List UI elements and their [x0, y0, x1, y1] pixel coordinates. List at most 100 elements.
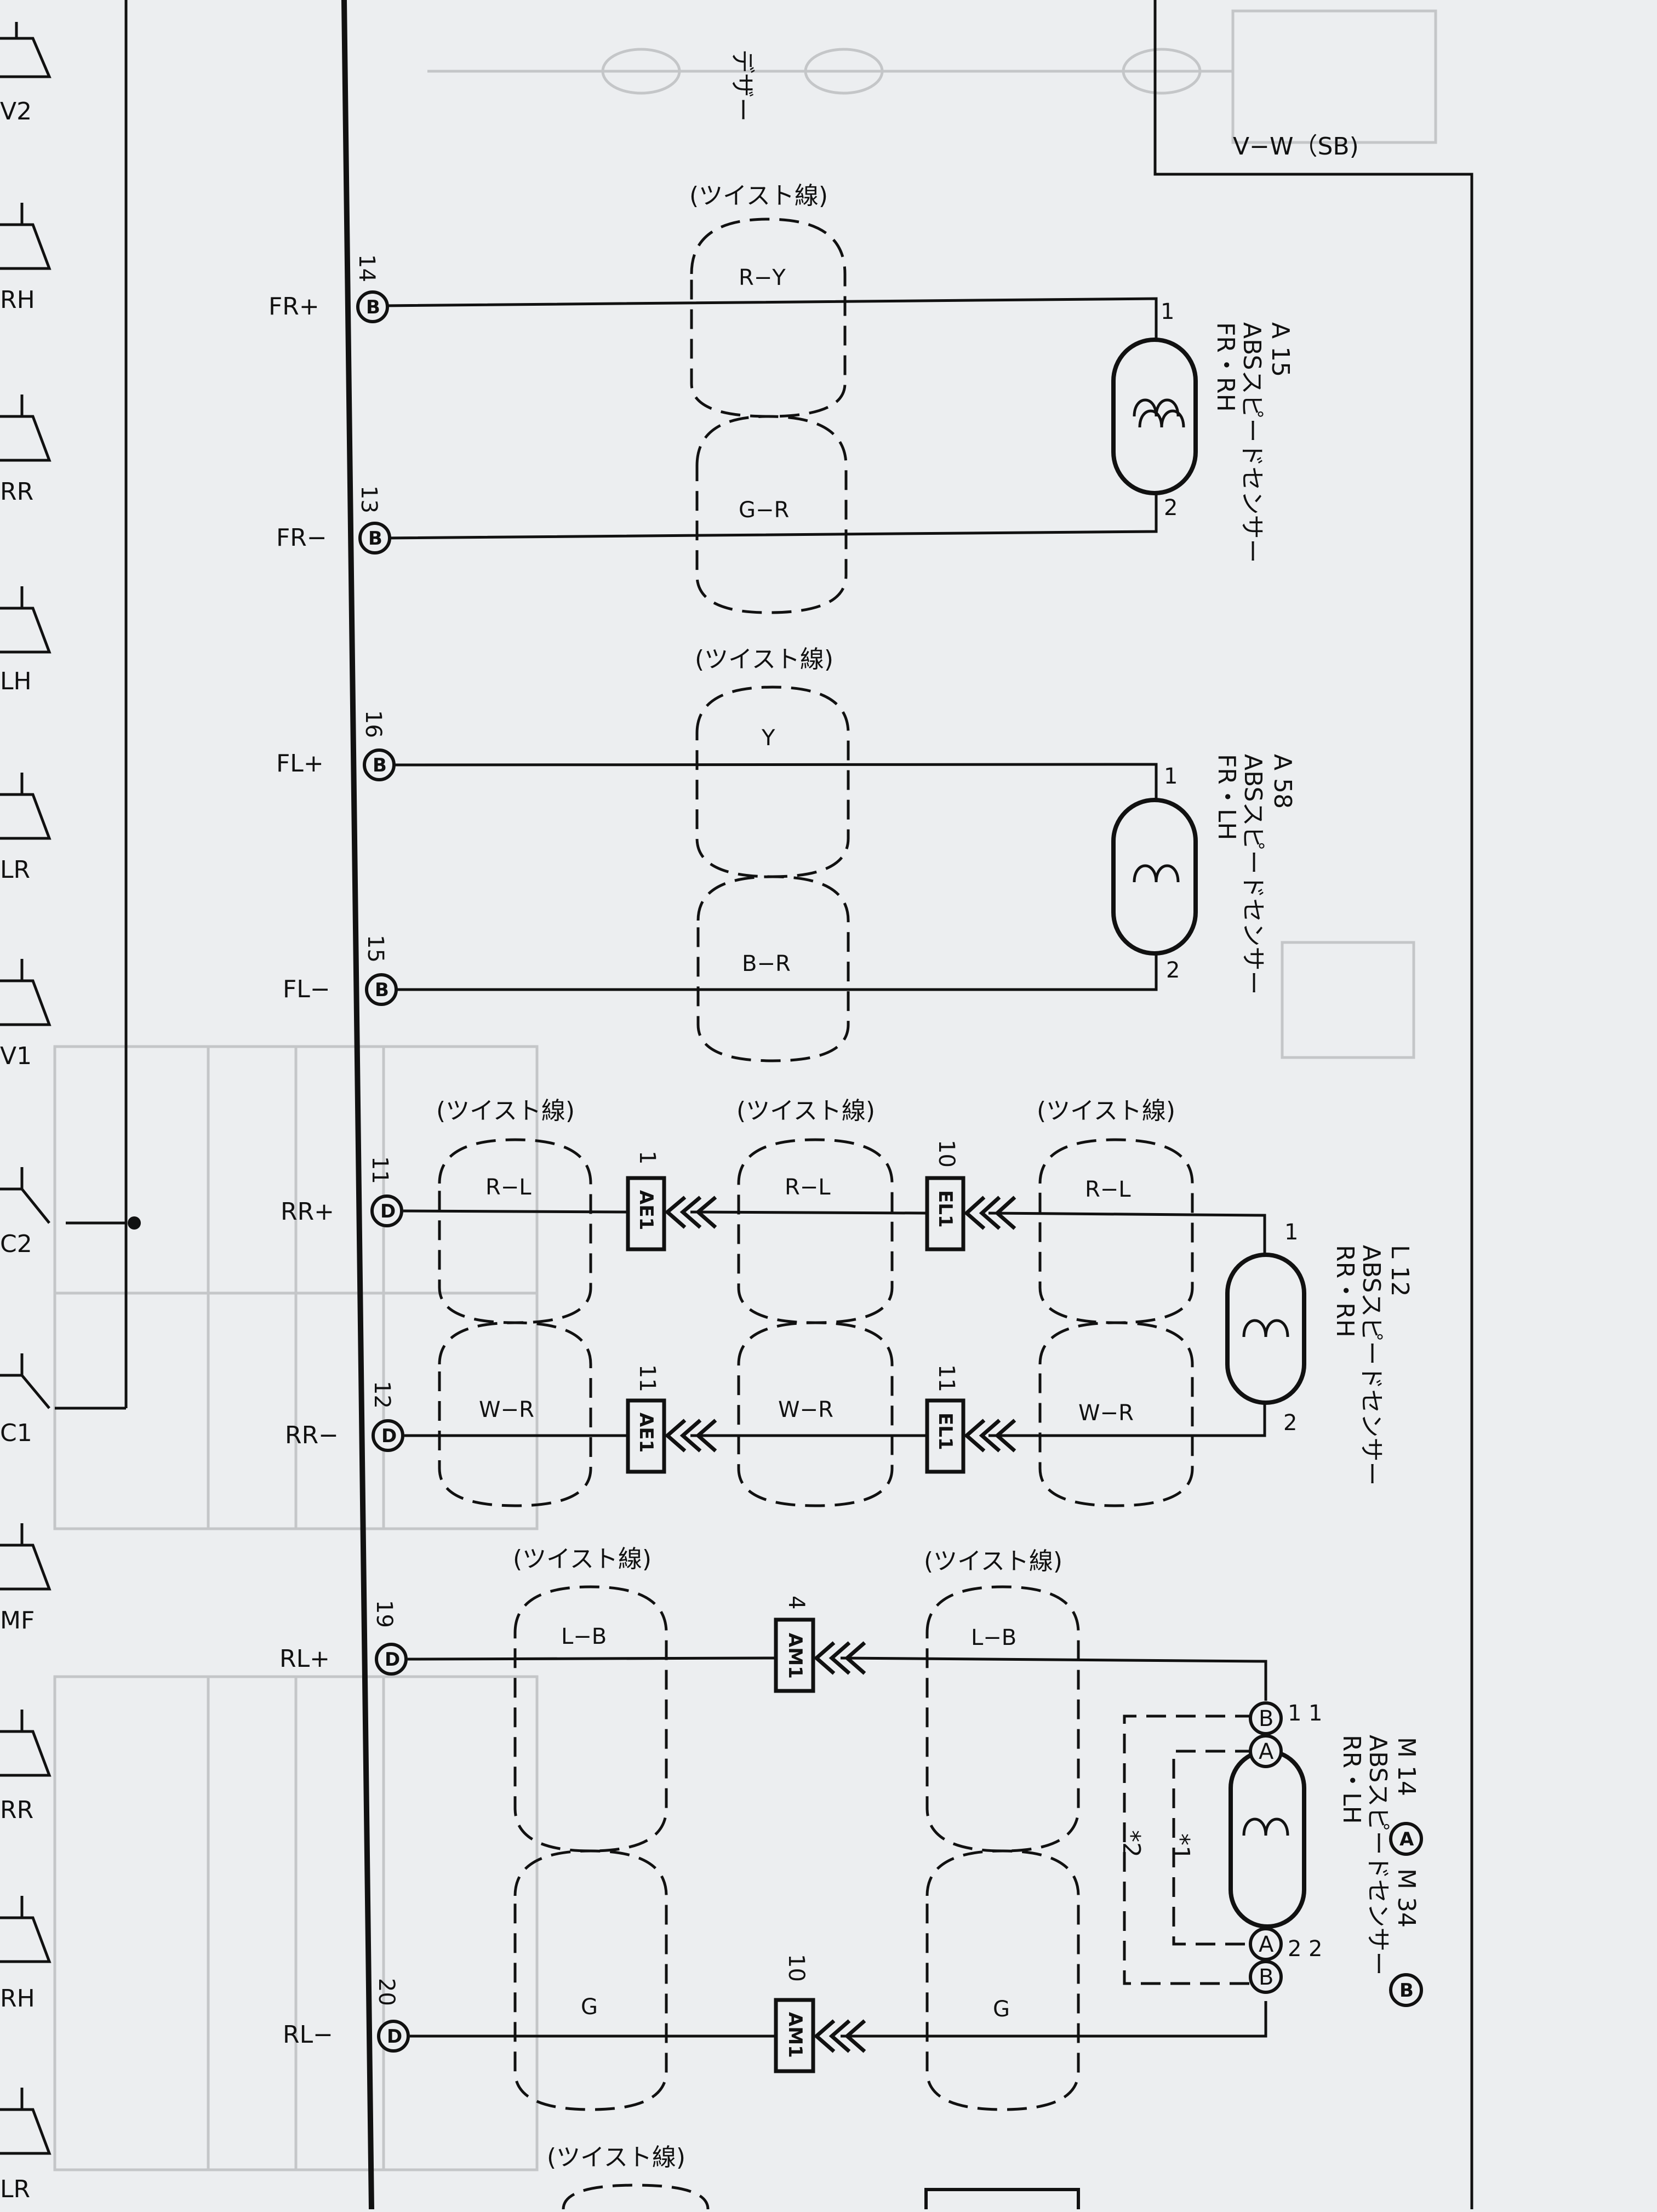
svg-text:B: B — [1259, 1706, 1273, 1731]
el1-connector: EL1 — [934, 1413, 956, 1450]
svg-text:FL−: FL− — [283, 975, 330, 1003]
svg-text:FR−: FR− — [276, 524, 327, 552]
wire-color-rl-neg: G — [993, 1997, 1010, 2022]
top-ghost-text: デザー — [728, 49, 756, 122]
svg-text:B: B — [375, 979, 389, 1001]
terminal-fl-neg: FL− 15 B — [283, 935, 398, 1006]
fl-sensor-circuit: (ツイスト線) Y B−R 1 2 A 58 ABSスピードセンサー FR・LH — [390, 645, 1296, 1062]
rl-sensor-circuit: (ツイスト線) (ツイスト線) (ツイスト線) L−B L−B G G — [407, 1545, 1423, 2210]
left-strip-symbols — [0, 22, 52, 2155]
wire-color-rr-pos: R−L — [1085, 1177, 1131, 1202]
svg-text:D: D — [381, 1425, 397, 1447]
twist-label: (ツイスト線) — [924, 1547, 1062, 1575]
ecu-terminals: FR+ 14 B FR− 13 B FL+ 16 B FL− 15 B RR+ … — [268, 254, 410, 2053]
svg-text:V2: V2 — [0, 98, 32, 125]
terminal-fr-neg: FR− 13 B — [276, 485, 391, 555]
fr-sensor-code: A 15 — [1266, 322, 1294, 377]
svg-text:RH: RH — [0, 1985, 35, 2013]
terminal-fl-pos: FL+ 16 B — [276, 710, 396, 781]
fr-sensor-circuit: (ツイスト線) R−Y G−R 1 2 A 15 ABSスピードセンサー FR・… — [383, 182, 1294, 614]
svg-text:FR+: FR+ — [268, 293, 319, 321]
twist-label: (ツイスト線) — [436, 1097, 575, 1125]
am1-connector: AM1 — [784, 2012, 806, 2058]
svg-text:1: 1 — [1309, 1701, 1322, 1726]
svg-text:RR+: RR+ — [281, 1198, 334, 1226]
rl-sensor-pos: RR・LH — [1338, 1735, 1365, 1824]
svg-text:FL+: FL+ — [276, 750, 324, 778]
twist-label: (ツイスト線) — [547, 2144, 685, 2171]
svg-text:B: B — [368, 528, 382, 550]
svg-text:RH: RH — [0, 286, 35, 314]
rr-sensor-name: ABSスピードセンサー — [1357, 1245, 1385, 1485]
svg-text:RL+: RL+ — [279, 1645, 330, 1673]
twist-label: (ツイスト線) — [689, 182, 828, 210]
svg-text:A: A — [1259, 1739, 1274, 1764]
twist-label: (ツイスト線) — [513, 1545, 652, 1573]
note-1: *1 — [1167, 1833, 1195, 1861]
svg-text:1: 1 — [1288, 1701, 1301, 1726]
fl-sensor-code: A 58 — [1269, 754, 1296, 809]
svg-text:RL−: RL− — [283, 2021, 333, 2049]
svg-text:1: 1 — [635, 1151, 660, 1164]
wire-color-rr-neg: W−R — [479, 1397, 534, 1422]
terminal-rl-pos: RL+ 19 D — [279, 1600, 408, 1676]
wire-color-fr-pos: R−Y — [739, 265, 786, 290]
wire-color-rl-pos: L−B — [971, 1625, 1016, 1650]
wire-color-rl-pos: L−B — [561, 1624, 607, 1649]
svg-text:11: 11 — [635, 1364, 660, 1392]
svg-text:RR−: RR− — [285, 1421, 339, 1449]
svg-text:LR: LR — [0, 856, 30, 884]
twist-label: (ツイスト線) — [695, 645, 833, 673]
note-2: *2 — [1117, 1830, 1145, 1857]
rl-sensor-code: M 14 — [1392, 1737, 1420, 1796]
svg-text:1: 1 — [1161, 299, 1174, 324]
rl-sensor-name: ABSスピードセンサー — [1364, 1735, 1392, 1975]
svg-text:D: D — [387, 2026, 402, 2048]
wire-color-rl-neg: G — [581, 1994, 598, 2020]
wire-color-fr-neg: G−R — [739, 498, 789, 523]
terminal-fr-pos: FR+ 14 B — [268, 254, 389, 323]
wire-color-rr-neg: W−R — [778, 1397, 833, 1422]
svg-text:D: D — [380, 1201, 396, 1222]
rr-sensor-code: L 12 — [1386, 1245, 1414, 1297]
svg-text:A: A — [1259, 1932, 1274, 1957]
svg-text:RR: RR — [0, 478, 33, 506]
svg-text:11: 11 — [934, 1364, 959, 1392]
svg-text:10: 10 — [784, 1954, 809, 1982]
junction-dot — [128, 1216, 141, 1230]
top-wire-label: V−W（SB) — [1233, 133, 1359, 161]
svg-text:2: 2 — [1309, 1936, 1322, 1962]
wire-color-fl-neg: B−R — [742, 951, 791, 976]
fl-sensor-name: ABSスピードセンサー — [1239, 754, 1267, 994]
svg-text:2: 2 — [1283, 1410, 1297, 1436]
svg-text:2: 2 — [1288, 1936, 1301, 1962]
terminal-rr-pos: RR+ 11 D — [281, 1156, 403, 1227]
svg-text:12: 12 — [369, 1381, 395, 1409]
terminal-rr-neg: RR− 12 D — [285, 1381, 404, 1452]
svg-text:M 34: M 34 — [1392, 1868, 1420, 1928]
am1-connector: AM1 — [784, 1633, 806, 1679]
svg-text:C1: C1 — [0, 1419, 32, 1447]
svg-text:C2: C2 — [0, 1230, 32, 1258]
svg-text:11: 11 — [367, 1156, 392, 1184]
svg-text:RR: RR — [0, 1796, 33, 1824]
bottom-partial-component — [924, 2188, 1080, 2209]
svg-text:B: B — [1399, 1980, 1414, 2002]
svg-text:MF: MF — [0, 1607, 35, 1634]
svg-text:B: B — [373, 755, 387, 776]
wire-color-rr-pos: R−L — [485, 1175, 532, 1200]
terminal-rl-neg: RL− 20 D — [283, 1978, 410, 2053]
el1-connector: EL1 — [934, 1190, 956, 1228]
svg-text:20: 20 — [374, 1978, 399, 2006]
svg-text:B: B — [366, 296, 380, 318]
rr-sensor-pos: RR・RH — [1331, 1245, 1359, 1338]
svg-text:D: D — [385, 1649, 400, 1671]
svg-text:2: 2 — [1166, 958, 1180, 983]
ae1-connector: AE1 — [635, 1190, 657, 1230]
svg-text:LR: LR — [0, 2175, 30, 2203]
svg-text:V1: V1 — [0, 1042, 32, 1070]
rr-sensor-circuit: (ツイスト線) (ツイスト線) (ツイスト線) R−L R−L R−L W−R … — [403, 1097, 1414, 1507]
svg-text:1: 1 — [1164, 764, 1178, 789]
ghost-background — [53, 9, 1437, 2171]
